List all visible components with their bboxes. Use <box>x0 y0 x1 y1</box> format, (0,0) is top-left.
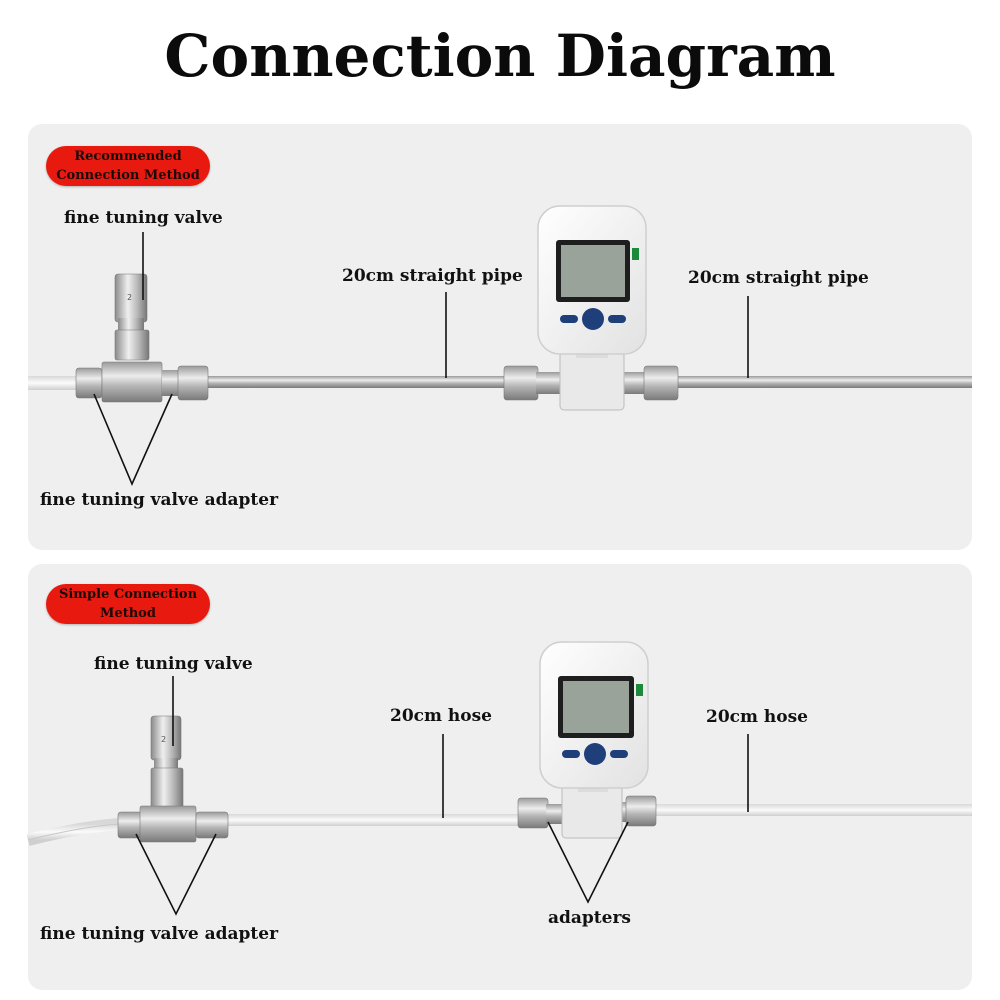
fine-tuning-valve-adapter <box>117 805 229 843</box>
simple-method-panel <box>28 564 972 990</box>
outlet-adapter <box>625 795 657 827</box>
valve-label: fine tuning valve <box>94 654 253 674</box>
adapter-label: fine tuning valve adapter <box>40 924 279 944</box>
fine-tuning-valve: 2 <box>114 273 150 361</box>
flow-meter <box>537 205 647 411</box>
svg-text:2: 2 <box>161 735 166 744</box>
lcd-display <box>561 245 625 297</box>
diagram-title: Connection Diagram <box>164 22 836 90</box>
right-hose <box>650 804 972 816</box>
right-hose-label: 20cm hose <box>706 707 808 727</box>
inlet-adapter <box>517 797 549 829</box>
right-pipe-label: 20cm straight pipe <box>688 268 869 288</box>
status-indicator <box>636 684 643 696</box>
svg-text:2: 2 <box>127 293 132 302</box>
adapter-label: fine tuning valve adapter <box>40 490 279 510</box>
lcd-display <box>563 681 629 733</box>
inlet-hose <box>28 376 88 390</box>
adapters-label: adapters <box>548 908 631 928</box>
outlet-fitting <box>643 365 679 401</box>
flow-meter <box>539 641 649 839</box>
recommended-method-badge: Recommended Connection Method <box>46 146 210 186</box>
status-indicator <box>632 248 639 260</box>
left-pipe-label: 20cm straight pipe <box>342 266 523 286</box>
left-hose <box>226 814 522 826</box>
recommended-method-panel <box>28 124 972 550</box>
inlet-fitting <box>503 365 539 401</box>
fine-tuning-valve-adapter <box>75 361 209 403</box>
valve-label: fine tuning valve <box>64 208 223 228</box>
simple-method-badge: Simple Connection Method <box>46 584 210 624</box>
inlet-hose <box>26 818 121 846</box>
left-hose-label: 20cm hose <box>390 706 492 726</box>
fine-tuning-valve: 2 <box>150 715 184 809</box>
